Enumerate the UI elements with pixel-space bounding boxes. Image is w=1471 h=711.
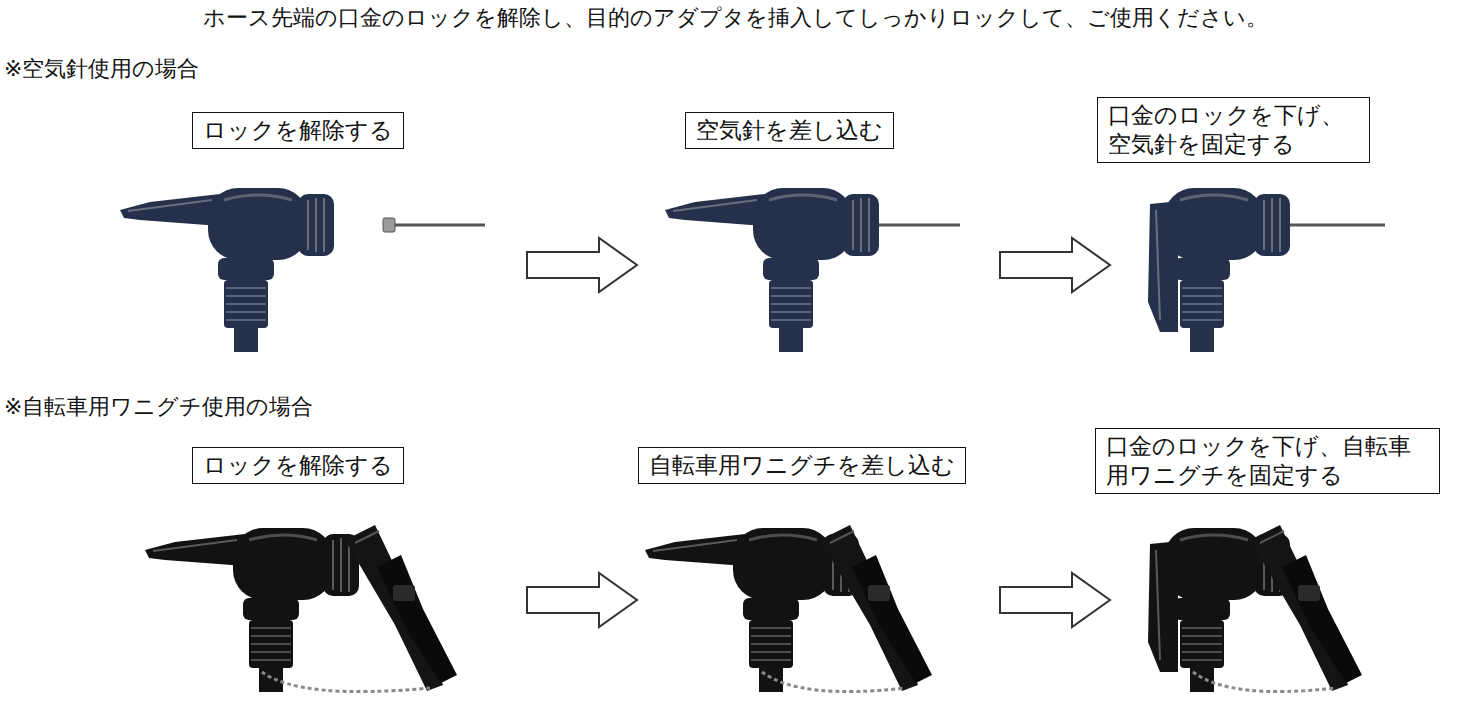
pump-head-open-clip bbox=[145, 525, 457, 692]
step-text: ロックを解除する bbox=[203, 116, 393, 145]
step-text: ロックを解除する bbox=[203, 451, 393, 480]
step-label-box: 口金のロックを下げ、 空気針を固定する bbox=[1097, 97, 1370, 163]
step-text: 口金のロックを下げ、自転車 用ワニグチを固定する bbox=[1106, 432, 1429, 490]
page-title: ホース先端の口金のロックを解除し、目的のアダプタを挿入してしっかりロックして、ご… bbox=[203, 4, 1268, 32]
step-label-box: 自転車用ワニグチを差し込む bbox=[638, 447, 966, 484]
step-label-box: ロックを解除する bbox=[192, 447, 404, 484]
step-text: 口金のロックを下げ、 空気針を固定する bbox=[1108, 101, 1359, 159]
pump-head-clip-inserted bbox=[645, 525, 932, 692]
pump-head-open bbox=[120, 188, 485, 352]
step-text: 空気針を差し込む bbox=[696, 116, 883, 145]
pump-head-locked bbox=[1148, 188, 1385, 352]
step-label-box: 空気針を差し込む bbox=[685, 112, 894, 149]
step-text: 自転車用ワニグチを差し込む bbox=[649, 451, 955, 480]
step-label-box: 口金のロックを下げ、自転車 用ワニグチを固定する bbox=[1095, 428, 1440, 494]
step-label-box: ロックを解除する bbox=[192, 112, 404, 149]
step-arrows bbox=[527, 238, 1110, 627]
section-heading: ※空気針使用の場合 bbox=[4, 55, 199, 83]
pump-head-needle-inserted bbox=[665, 188, 960, 352]
section-heading: ※自転車用ワニグチ使用の場合 bbox=[4, 393, 313, 421]
pump-head-clip-locked bbox=[1148, 525, 1362, 692]
